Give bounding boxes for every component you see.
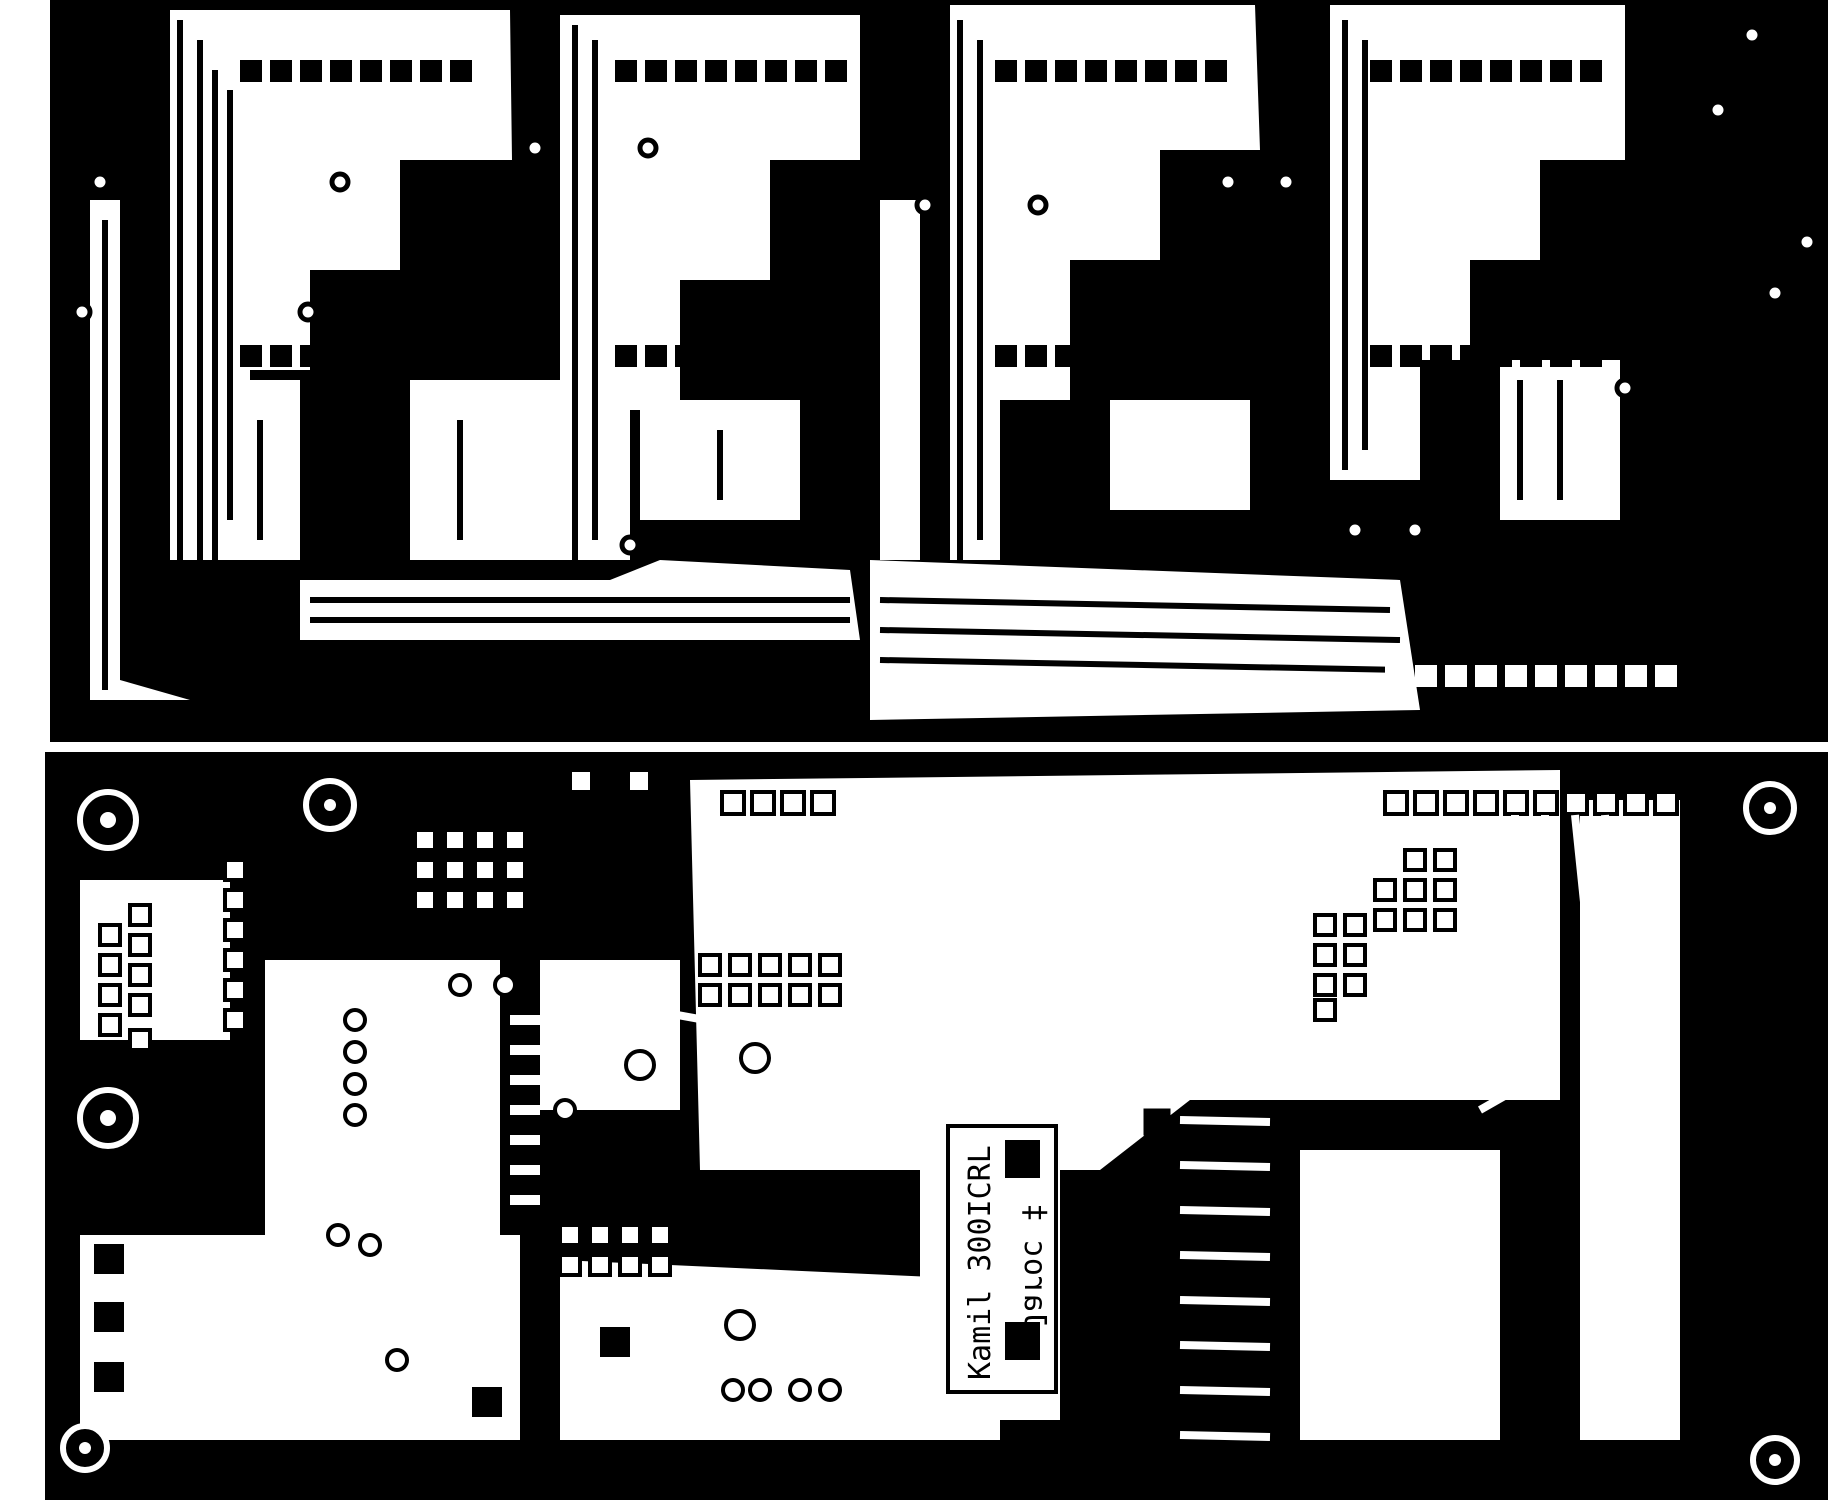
silk-line-2: Jaroc ‡ <box>1017 1204 1052 1330</box>
silkscreen-label: Kamil 300ICRL Jaroc ‡ <box>946 1124 1058 1394</box>
right-connector-column <box>1720 998 1750 1444</box>
bottom-connector-row <box>568 768 1679 816</box>
top-connector-row <box>1385 665 1677 687</box>
smd-ics <box>420 825 1275 1235</box>
board-separator <box>0 742 1828 752</box>
resistor-ladder <box>1143 1108 1296 1451</box>
mounting-holes <box>60 778 1800 1485</box>
bottom-board: Kamil 300ICRL Jaroc ‡ <box>45 752 1828 1500</box>
power-connector <box>90 1240 634 1421</box>
left-pad-column <box>98 858 247 1052</box>
silk-line-1: Kamil 300ICRL <box>963 1145 998 1380</box>
pad-grids <box>413 828 1457 1277</box>
top-board <box>50 0 1828 742</box>
